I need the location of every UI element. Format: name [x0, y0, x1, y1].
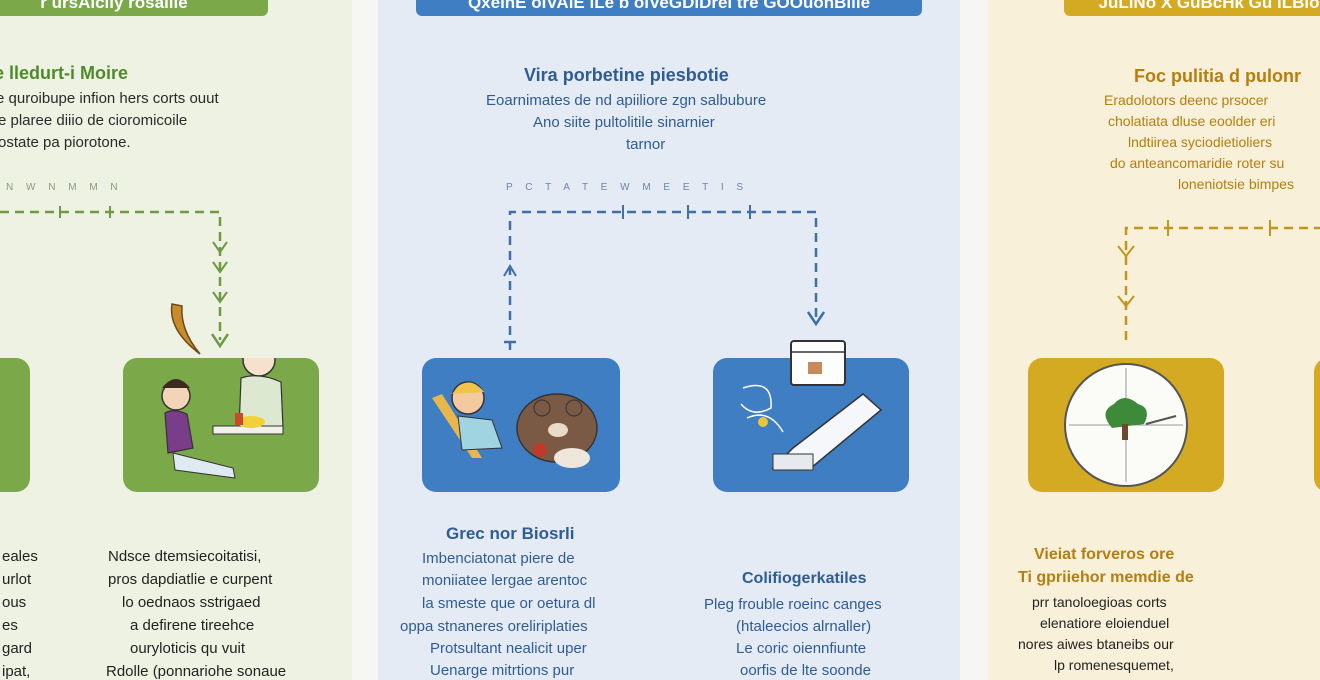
intro-line: do anteancomaridie roter su [1110, 155, 1285, 171]
intro-line: ostate pa piorotone. [0, 134, 131, 151]
sub-line: Le coric oiennfiunte [736, 640, 867, 657]
sub-line: Uenarge mitrtions pur [430, 662, 575, 679]
banana-icon [170, 303, 201, 355]
panel-banner: r ursAiciiy rosaiiie [0, 0, 268, 16]
intro-line: Eoarnimates de nd apiiliore zgn salbubur… [486, 92, 767, 109]
panel-gold: JuLiNo X GuBcHk Gu iLBio Foc pulitia d p… [988, 0, 1320, 680]
intro-line: lndtiirea syciodietioliers [1128, 134, 1272, 150]
panel-green: r ursAiciiy rosaiiie e lledurt-i Moire e… [0, 0, 352, 680]
sub-line: la smeste que or oetura dl [422, 595, 596, 612]
intro-line: Eradolotors deenc prsocer [1104, 92, 1269, 108]
clock-icon [1064, 363, 1188, 487]
illustration-card [123, 358, 319, 492]
col2-line: Rdolle (ponnariohe sonaue [106, 663, 287, 680]
flow-connector [503, 205, 826, 350]
sub-heading: Colifiogerkatiles [742, 570, 867, 587]
panel-gutter-left [352, 0, 378, 680]
col-line: nores aiwes btaneibs our [1018, 636, 1174, 652]
col1-line: es [2, 617, 18, 634]
panel-heading: Vira porbetine piesbotie [524, 65, 729, 85]
intro-line: e plaree diiio de cioromicoile [0, 112, 188, 129]
intro-line: tarnor [626, 136, 666, 153]
panel-banner: QxeinE oiVAiE iLe b oiVeGDiDrei tre GOOu… [416, 0, 922, 16]
col-line: prr tanoloegioas corts [1032, 594, 1167, 610]
screen-icon [790, 340, 846, 386]
document-scroll-icon [740, 384, 883, 471]
col1-line: ipat, [2, 663, 31, 680]
sub-line: Imbenciatonat piere de [422, 550, 575, 567]
col2-line: a defirene tireehce [130, 617, 255, 634]
people-table-icon [161, 358, 284, 479]
panel-gutter-right [960, 0, 988, 680]
intro-line: Ano siite pultolitile sinarnier [533, 114, 715, 131]
tick-row: N W N M M N [6, 182, 123, 193]
illustration-card [1028, 358, 1224, 492]
col-line: Vieiat forveros ore [1034, 546, 1175, 563]
intro-line: e quroibupe infion hers corts ouut [0, 90, 219, 107]
col2-line: Ndsce dtemsiecoitatisi, [108, 548, 262, 565]
illustration-card [0, 358, 30, 492]
col2-line: pros dapdiatlie e curpent [108, 571, 273, 588]
panel-blue: QxeinE oiVAiE iLe b oiVeGDiDrei tre GOOu… [378, 0, 960, 680]
illustration-card [422, 358, 620, 492]
sub-line: (htaleecios alrnaller) [736, 618, 872, 635]
sub-line: Pleg frouble roeinc canges [704, 596, 882, 613]
child-bear-icon [432, 381, 598, 468]
col-line: Ti gpriiehor memdie de [1018, 569, 1194, 586]
sub-line: oorfis de lte soonde [740, 662, 871, 679]
col2-line: lo oednaos sstrigaed [122, 594, 261, 611]
flow-connector [1117, 220, 1320, 340]
panel-banner: JuLiNo X GuBcHk Gu iLBio [1064, 0, 1320, 16]
col-line: lp romenesquemet, [1054, 657, 1174, 673]
col1-line: ous [2, 594, 27, 611]
col-line: elenatiore eloienduel [1040, 615, 1170, 631]
sub-heading: Grec nor Biosrli [446, 524, 575, 543]
sub-line: moniiatee lergae arentoc [422, 572, 588, 589]
col1-line: urlot [2, 571, 32, 588]
panel-heading: e lledurt-i Moire [0, 63, 129, 83]
col1-line: eales [2, 548, 38, 565]
col2-line: ouryloticis qu vuit [130, 640, 246, 657]
panel-heading: Foc pulitia d pulonr [1134, 66, 1301, 86]
sub-line: oppa stnaneres oreliriplaties [400, 618, 588, 635]
tick-row: P C T A T E W M E E T I S [506, 182, 749, 193]
flow-connector [0, 206, 230, 349]
col1-line: gard [2, 640, 33, 657]
intro-line: cholatiata dluse eoolder eri [1108, 113, 1276, 129]
illustration-card [1314, 358, 1320, 492]
intro-line: loneniotsie bimpes [1178, 176, 1294, 192]
sub-line: Protsultant nealicit uper [430, 640, 587, 657]
